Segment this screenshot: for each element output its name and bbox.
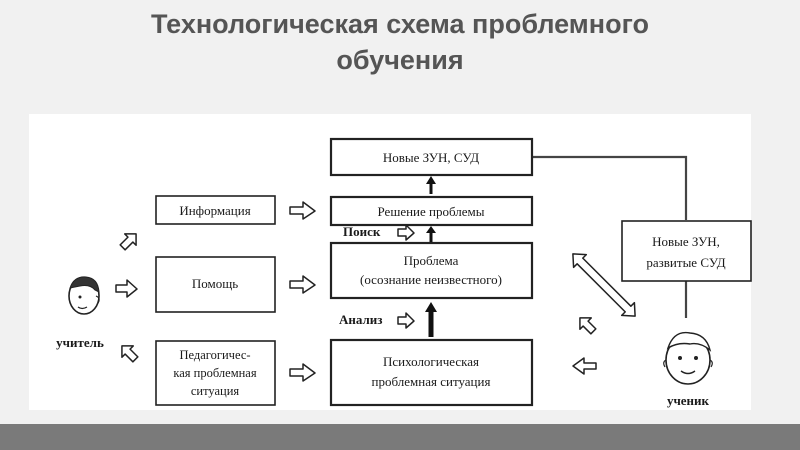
teacher-face-icon [68,276,100,315]
help-label: Помощь [192,276,238,291]
analysis-arrow [397,312,415,329]
bottom-bar [0,424,800,450]
slide-title-line-2: обучения [336,45,464,75]
arrow-teacher-to-information [119,233,137,251]
information-box [155,195,276,225]
slide-title-line-1: Технологическая схема проблемного [151,9,649,39]
ped-label-line-1: Педагогичес- [179,348,250,362]
search-arrow [397,224,415,241]
developed-skills-box [621,220,752,282]
ped-label-line-2: кая проблемная [173,366,256,380]
psych-situation-box [329,338,534,407]
arrow-teacher-to-help [115,279,138,298]
help-box [155,256,276,313]
student-face-icon [663,331,713,385]
information-label: Информация [179,203,250,218]
solution-box [329,195,534,227]
arrow-student-to-psych [572,357,597,375]
new-zun-box [329,137,534,177]
arrow-student-up-left [579,317,597,335]
connector-top-right [532,155,688,220]
search-label: Поиск [343,224,381,239]
psych-label-line-2: проблемная ситуация [372,374,491,389]
up-arrow-psych-to-problem [425,302,437,337]
arrow-ped-to-teacher [121,345,139,363]
arrow-help-to-problem [289,275,316,294]
new-zun-label: Новые ЗУН, СУД [383,150,479,165]
developed-label-line-2: развитые СУД [646,255,725,270]
problem-label-line-2: (осознание неизвестного) [360,272,502,287]
developed-label-line-1: Новые ЗУН, [652,234,720,249]
student-label: ученик [667,393,710,408]
arrow-information-to-solution [289,201,316,220]
slide-title: Технологическая схема проблемного обучен… [40,6,760,78]
double-arrow-problem-student [572,253,636,317]
analysis-label: Анализ [339,312,383,327]
up-arrow-solution-to-zun [426,176,436,194]
teacher-label: учитель [56,335,104,350]
psych-label-line-1: Психологическая [383,354,479,369]
pedagogical-situation-box [155,340,276,406]
up-arrow-problem-to-solution [426,226,436,242]
solution-label: Решение проблемы [377,204,484,219]
arrow-ped-to-psych [289,363,316,382]
problem-box [329,241,534,300]
problem-label-line-1: Проблема [404,253,459,268]
ped-label-line-3: ситуация [191,384,240,398]
